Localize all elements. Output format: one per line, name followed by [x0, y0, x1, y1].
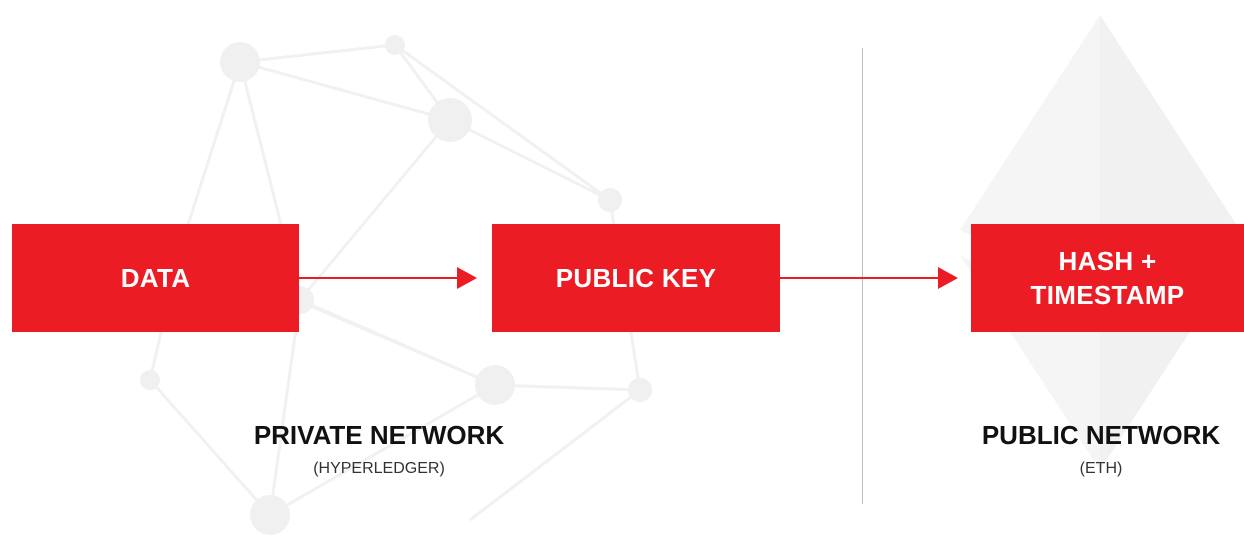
arrow-key-to-hash — [780, 277, 940, 279]
arrow-data-to-key — [299, 277, 459, 279]
arrowhead-data-to-key-icon — [457, 267, 477, 289]
arrowhead-key-to-hash-icon — [938, 267, 958, 289]
public-key-box-label: PUBLIC KEY — [555, 263, 717, 293]
network-divider — [862, 48, 863, 504]
public-key-box: PUBLIC KEY — [492, 224, 780, 332]
public-network-subtitle: (ETH) — [1079, 460, 1123, 477]
hash-box-label-line2: TIMESTAMP — [1030, 280, 1185, 310]
hash-timestamp-box: HASH + TIMESTAMP — [971, 224, 1244, 332]
public-network-title: PUBLIC NETWORK — [981, 420, 1221, 450]
data-box: DATA — [12, 224, 299, 332]
private-network-subtitle: (HYPERLEDGER) — [313, 460, 445, 477]
hash-box-label-line1: HASH + — [1058, 246, 1157, 276]
data-box-label: DATA — [120, 263, 191, 293]
private-network-title: PRIVATE NETWORK — [253, 420, 505, 450]
